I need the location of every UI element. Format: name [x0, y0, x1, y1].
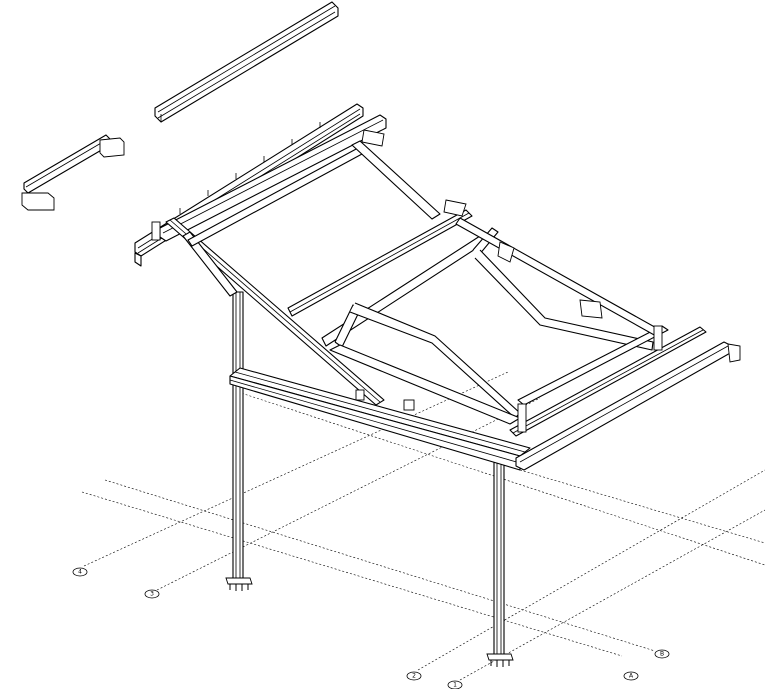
- grid-bubble-b: B: [654, 649, 670, 659]
- grid-line-b: [104, 479, 656, 652]
- exploded-beam-top: [154, 1, 339, 123]
- grid-label-2: 2: [412, 673, 416, 680]
- base-plate-right: [486, 653, 514, 661]
- grid-line-a: [81, 491, 623, 657]
- grid-bubble-3: 3: [144, 589, 160, 599]
- grid-bubble-a: A: [623, 671, 639, 681]
- grid-bubble-4: 4: [72, 567, 88, 577]
- bearing-block-mid: [99, 137, 125, 158]
- inner-truss-left: [334, 302, 521, 419]
- grid-line-4: [83, 371, 509, 567]
- grid-label-b: B: [660, 651, 664, 658]
- grid-line-2: [417, 469, 765, 671]
- cross-member-2: [287, 209, 473, 317]
- front-right-girder: [515, 341, 733, 471]
- grid-line-3: [156, 397, 541, 591]
- front-girder: [229, 367, 531, 471]
- connection-plates: [151, 129, 741, 433]
- right-rafter: [455, 217, 661, 337]
- back-rafter: [159, 114, 387, 242]
- bearing-block-left: [21, 192, 55, 211]
- grid-label-4: 4: [78, 569, 82, 576]
- exploded-beam-left: [21, 134, 125, 211]
- grid-bubble-1: 1: [447, 680, 463, 689]
- base-plate-left: [225, 577, 253, 585]
- upper-left-brace: [182, 231, 238, 297]
- grid-label-3: 3: [150, 591, 154, 598]
- grid-label-a: A: [629, 673, 634, 680]
- back-diagonal-brace: [351, 140, 441, 220]
- grid-line-lower: [519, 469, 765, 544]
- grid-label-1: 1: [453, 682, 457, 689]
- grid-bubble-2: 2: [406, 671, 422, 681]
- purlin-ticks: [179, 122, 321, 214]
- grid-bubbles: 4 3 2 1 A B: [72, 567, 670, 689]
- column-left: [225, 291, 253, 591]
- right-edge-beam: [509, 325, 707, 437]
- column-right: [486, 457, 514, 667]
